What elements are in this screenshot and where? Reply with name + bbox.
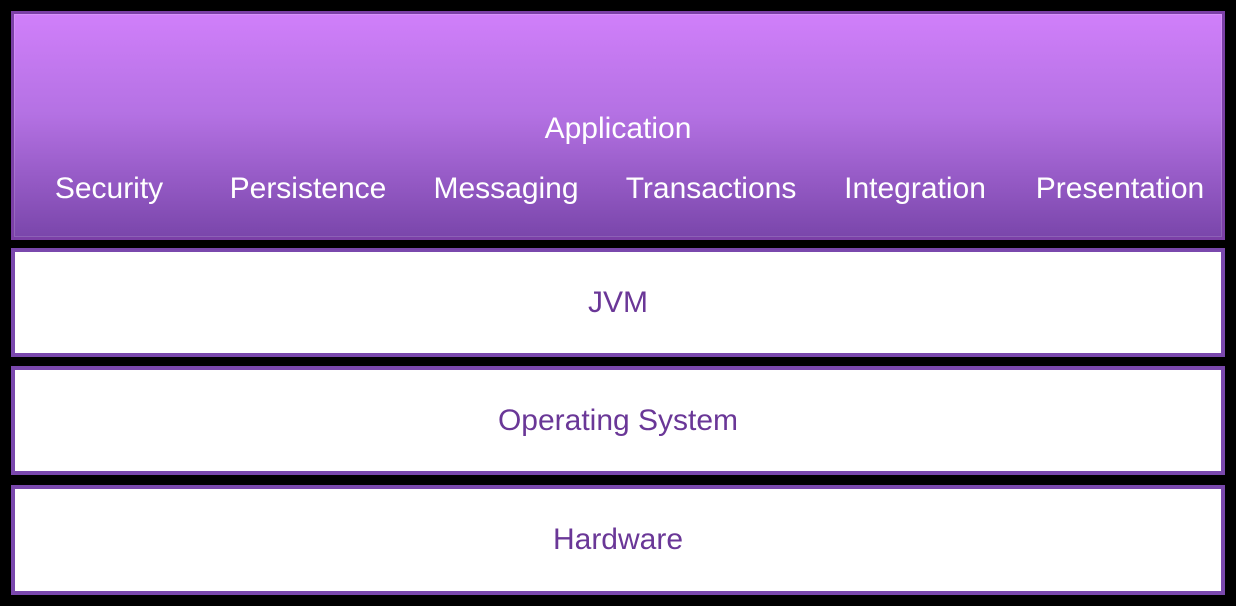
application-layer: Application Security Persistence Messagi… (11, 11, 1225, 240)
jvm-layer: JVM (11, 248, 1225, 357)
operating-system-layer-label: Operating System (497, 403, 739, 437)
service-messaging: Messaging (433, 172, 579, 205)
hardware-layer: Hardware (11, 485, 1225, 595)
service-security: Security (54, 172, 164, 205)
operating-system-layer: Operating System (11, 366, 1225, 475)
service-integration: Integration (844, 172, 986, 205)
layer-stack-diagram: Application Security Persistence Messagi… (11, 11, 1225, 595)
application-layer-title: Application (544, 112, 692, 145)
hardware-layer-label: Hardware (552, 523, 684, 556)
service-transactions: Transactions (625, 172, 797, 205)
service-presentation: Presentation (1035, 172, 1205, 205)
application-services: Security Persistence Messaging Transacti… (14, 171, 1222, 207)
jvm-layer-label: JVM (588, 285, 648, 319)
service-persistence: Persistence (229, 172, 387, 205)
